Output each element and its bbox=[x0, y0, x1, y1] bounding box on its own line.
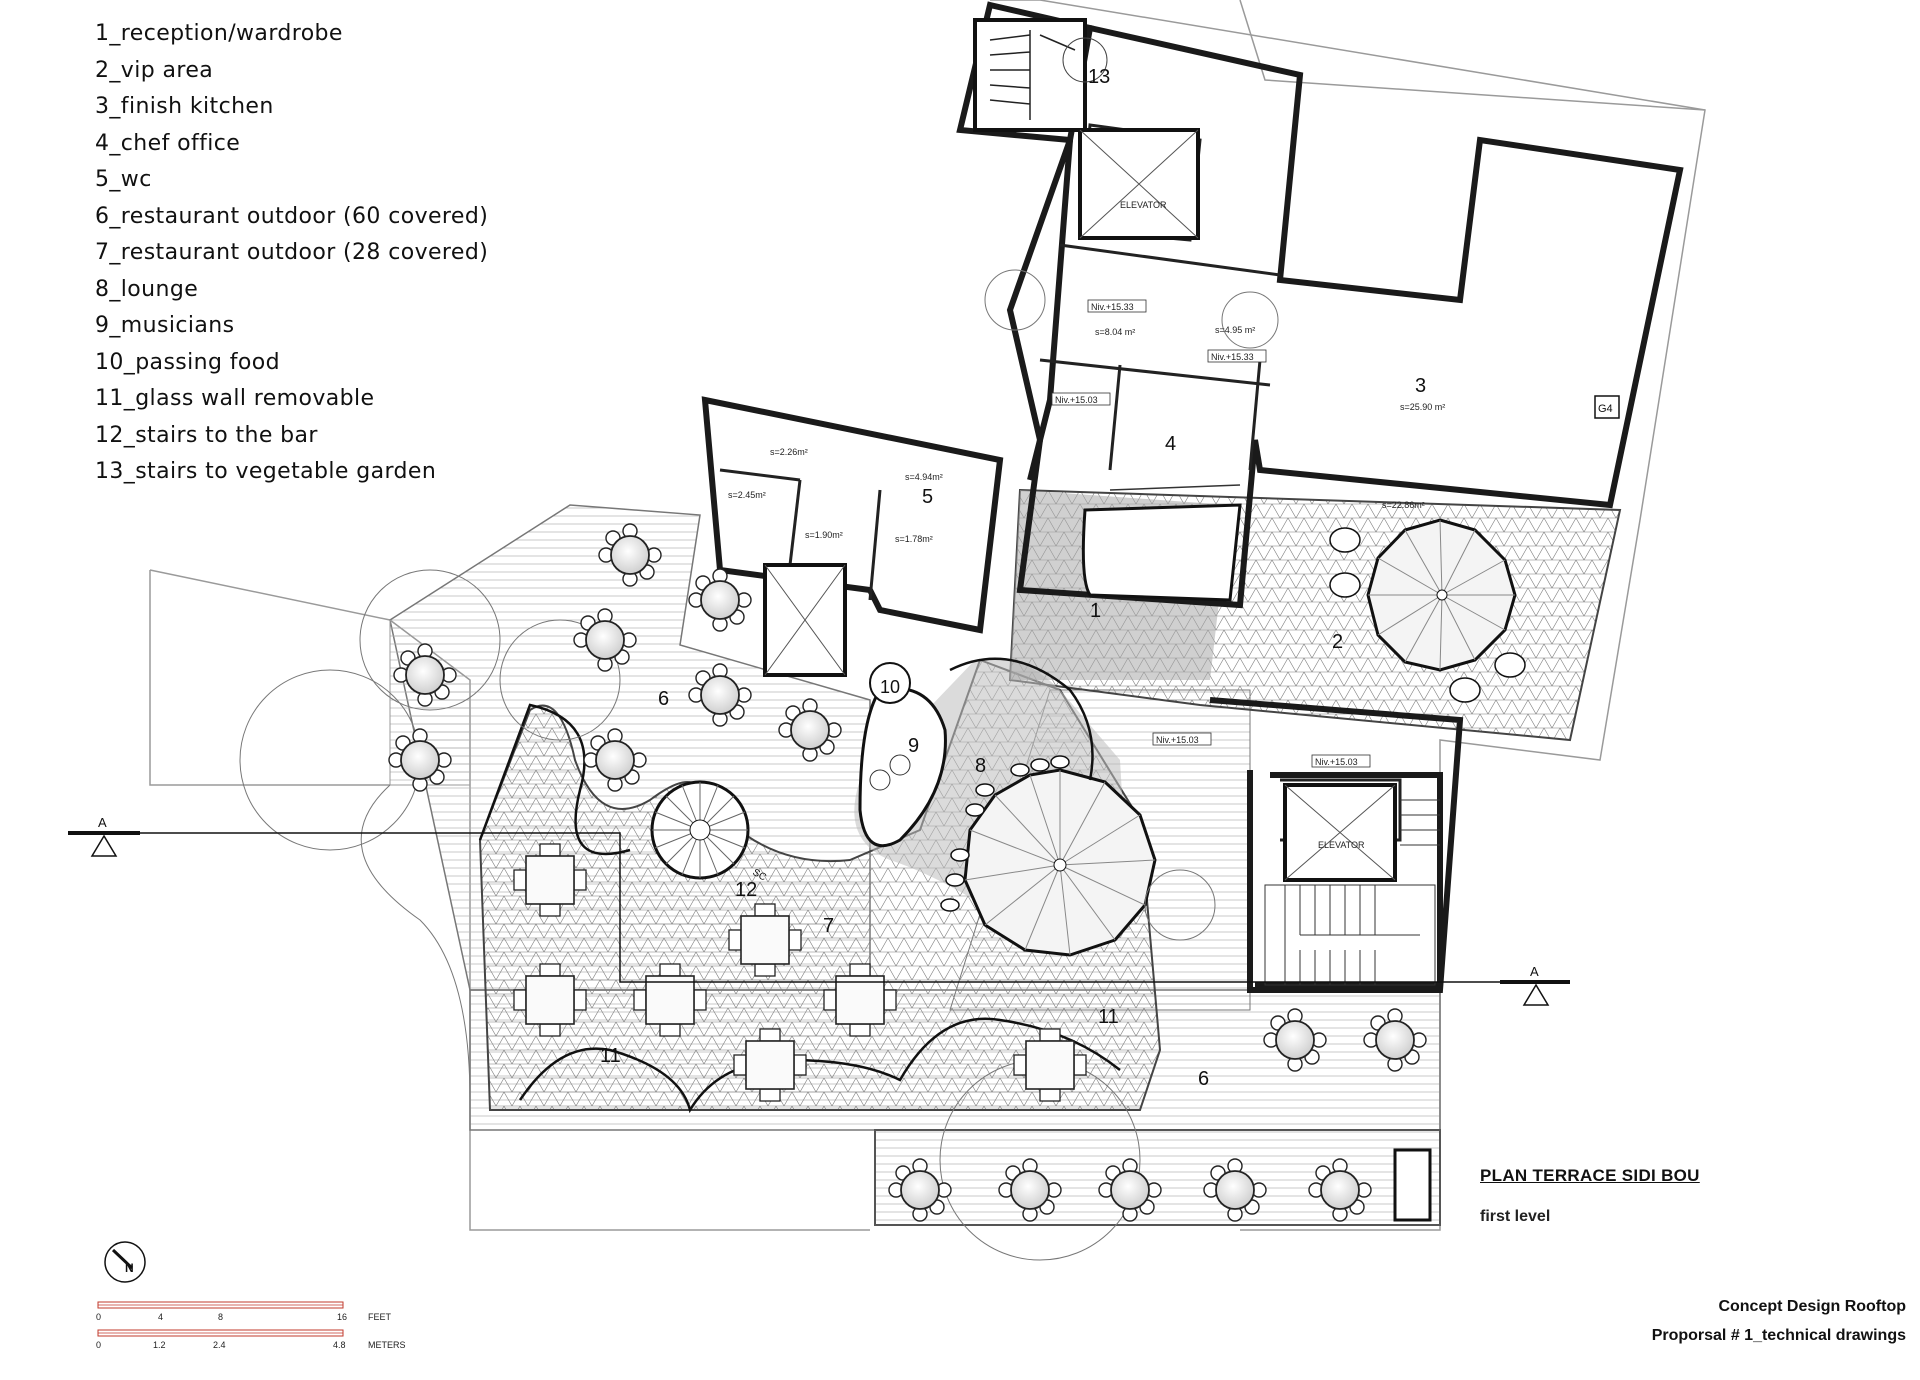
level-tag-5: Niv.+15.03 bbox=[1315, 757, 1358, 767]
scale-bars: 0 4 8 16 FEET 0 1.2 2.4 4.8 METERS bbox=[96, 1301, 406, 1350]
interior-partitions bbox=[719, 123, 1402, 842]
room-numbers: 13 3 4 5 1 2 6 10 9 8 12 7 11 11 6 bbox=[600, 66, 1426, 1090]
room-number-13: 13 bbox=[1088, 66, 1110, 88]
area-labels: s=8.04 m² s=4.95 m² s=25.90 m² s=2.26m² … bbox=[728, 325, 1445, 544]
kitchen-tag-text: G4 bbox=[1598, 403, 1613, 415]
feet-label: FEET bbox=[368, 1312, 392, 1322]
door-swings bbox=[239, 269, 1279, 1261]
passing-food-marker bbox=[869, 662, 911, 704]
feet-tick-0: 0 bbox=[96, 1312, 101, 1322]
room-number-11b: 11 bbox=[600, 1045, 621, 1067]
legend-item: 1_reception/wardrobe bbox=[95, 21, 343, 46]
area-label-1: s=8.04 m² bbox=[1095, 327, 1135, 337]
room-number-11a: 11 bbox=[1098, 1006, 1119, 1028]
meter-tick-3: 4.8 bbox=[333, 1340, 346, 1350]
area-label-5: s=4.94m² bbox=[905, 472, 943, 482]
legend-item: 2_vip area bbox=[95, 57, 214, 83]
elevator-label-upper: ELEVATOR bbox=[1120, 200, 1167, 210]
project-info: Concept Design Rooftop Proporsal # 1_tec… bbox=[1652, 1292, 1906, 1350]
drawing-title-block: PLAN TERRACE SIDI BOU first level bbox=[1480, 1166, 1700, 1226]
legend-item: 7_restaurant outdoor (28 covered) bbox=[95, 240, 489, 265]
room-number-6a: 6 bbox=[658, 688, 669, 710]
north-arrow: N bbox=[104, 1241, 146, 1283]
elevator-lower: ELEVATOR bbox=[1283, 783, 1397, 882]
area-label-9: s=22.86m² bbox=[1382, 500, 1425, 510]
room-number-9: 9 bbox=[908, 735, 919, 757]
area-label-7: s=1.90m² bbox=[805, 530, 843, 540]
room-number-2: 2 bbox=[1332, 631, 1343, 653]
service-shafts bbox=[763, 563, 1432, 1222]
lounge-seats bbox=[940, 527, 1526, 912]
section-line-a: A A bbox=[68, 815, 1570, 1006]
section-marker-right: A bbox=[1530, 964, 1539, 979]
room-legend: 1_reception/wardrobe 2_vip area 3_finish… bbox=[95, 16, 488, 491]
level-tag-2: Niv.+15.33 bbox=[1211, 352, 1254, 362]
north-label: N bbox=[125, 1261, 134, 1275]
area-label-8: s=1.78m² bbox=[895, 534, 933, 544]
legend-item: 10_passing food bbox=[95, 349, 281, 375]
room-number-10: 10 bbox=[880, 677, 900, 697]
level-tag-4: Niv.+15.03 bbox=[1156, 735, 1199, 745]
musicians-stage bbox=[858, 686, 947, 848]
legend-item: 11_glass wall removable bbox=[95, 386, 375, 411]
level-tags: Niv.+15.33 Niv.+15.33 Niv.+15.03 Niv.+15… bbox=[1051, 299, 1371, 768]
room-number-7: 7 bbox=[823, 915, 834, 937]
spiral-stair-bar bbox=[650, 780, 750, 880]
legend-item: 13_stairs to vegetable garden bbox=[95, 459, 437, 484]
round-gazebo-vip bbox=[1366, 518, 1517, 672]
legend-item: 8_lounge bbox=[95, 276, 199, 302]
room-number-1: 1 bbox=[1090, 600, 1101, 622]
feet-tick-3: 16 bbox=[337, 1312, 347, 1322]
stair-flight-lower bbox=[1264, 799, 1440, 986]
area-label-2: s=4.95 m² bbox=[1215, 325, 1255, 335]
room-number-4: 4 bbox=[1165, 433, 1176, 455]
reception-desk bbox=[1081, 484, 1242, 602]
feet-tick-2: 8 bbox=[218, 1312, 223, 1322]
room-number-6b: 6 bbox=[1198, 1068, 1209, 1090]
section-marker-left: A bbox=[98, 815, 107, 830]
room-number-5: 5 bbox=[922, 486, 933, 508]
legend-item: 6_restaurant outdoor (60 covered) bbox=[95, 203, 489, 229]
room-number-8: 8 bbox=[975, 755, 986, 777]
meters-label: METERS bbox=[368, 1340, 406, 1350]
legend-item: 3_finish kitchen bbox=[95, 94, 274, 119]
elevator-label-lower: ELEVATOR bbox=[1318, 840, 1365, 850]
kitchen-tag: G4 bbox=[1594, 395, 1620, 419]
area-label-4: s=2.26m² bbox=[770, 447, 808, 457]
level-tag-1: Niv.+15.33 bbox=[1091, 302, 1134, 312]
drawing-title: PLAN TERRACE SIDI BOU bbox=[1480, 1166, 1700, 1185]
level-tag-3: Niv.+15.03 bbox=[1055, 395, 1098, 405]
area-label-6: s=2.45m² bbox=[728, 490, 766, 500]
project-name: Concept Design Rooftop bbox=[1718, 1298, 1906, 1315]
meter-tick-2: 2.4 bbox=[213, 1340, 226, 1350]
meter-tick-0: 0 bbox=[96, 1340, 101, 1350]
legend-item: 4_chef office bbox=[95, 130, 241, 156]
area-label-3: s=25.90 m² bbox=[1400, 402, 1445, 412]
legend-item: 9_musicians bbox=[95, 313, 235, 338]
stair-vegetable-garden bbox=[973, 18, 1108, 132]
room-number-12: 12 bbox=[735, 879, 757, 901]
legend-item: 12_stairs to the bar bbox=[95, 422, 318, 448]
legend-item: 5_wc bbox=[95, 167, 152, 192]
project-proposal: Proporsal # 1_technical drawings bbox=[1651, 1327, 1906, 1344]
elevator-upper: ELEVATOR bbox=[1078, 128, 1200, 240]
drawing-subtitle: first level bbox=[1480, 1208, 1551, 1225]
room-number-3: 3 bbox=[1415, 375, 1426, 397]
meter-tick-1: 1.2 bbox=[153, 1340, 166, 1350]
feet-tick-1: 4 bbox=[158, 1312, 163, 1322]
round-gazebo-lounge bbox=[963, 768, 1157, 957]
